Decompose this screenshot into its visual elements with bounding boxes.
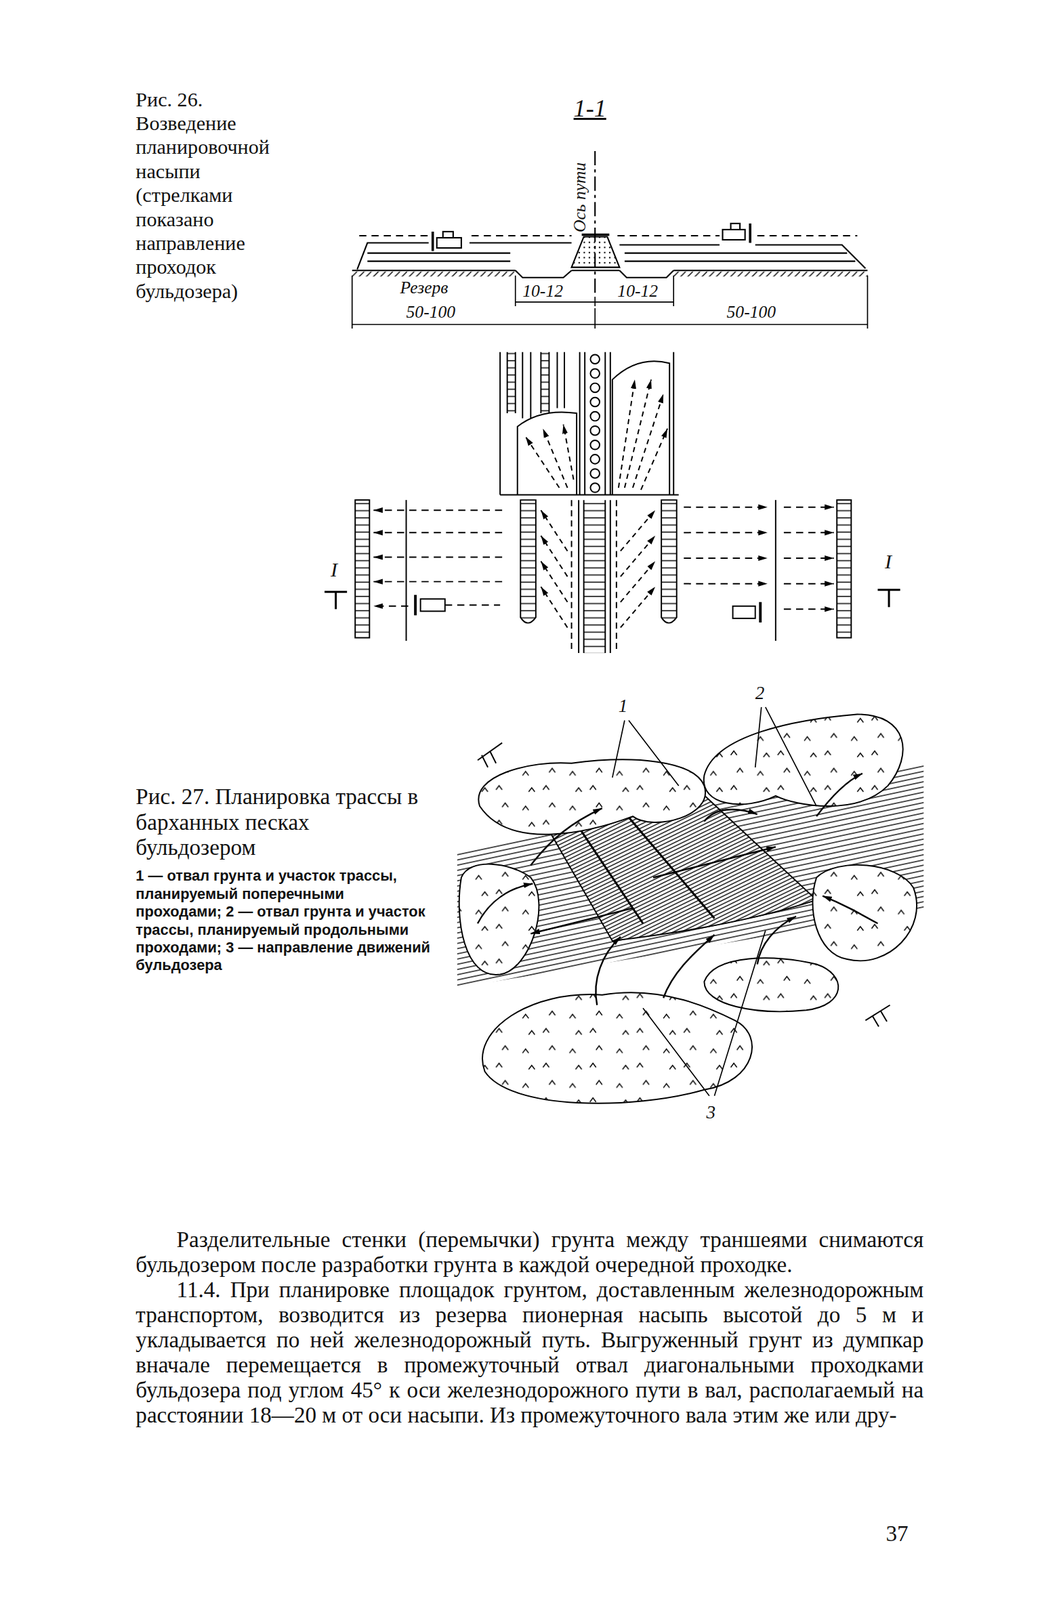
body-paragraph: 11.4. При планировке площадок грунтом, д… bbox=[135, 1277, 924, 1428]
spoil-dump bbox=[478, 759, 706, 835]
bulldozer-paths bbox=[683, 507, 834, 610]
hatched-strip bbox=[661, 500, 677, 624]
sleeper-chain bbox=[590, 354, 600, 492]
hatched-strip bbox=[355, 500, 370, 638]
dimension-label: Резерв bbox=[400, 278, 449, 299]
section-mark-label: I bbox=[330, 558, 338, 582]
leader-line bbox=[612, 720, 679, 786]
figure-key: 1 — отвал грунта и участок трассы, плани… bbox=[135, 867, 432, 975]
dump-outline bbox=[612, 361, 670, 495]
sleepers bbox=[584, 500, 606, 654]
bulldozer-icon bbox=[432, 231, 462, 252]
dimension-line bbox=[515, 275, 674, 307]
fill-layer bbox=[619, 245, 866, 269]
leader-line bbox=[642, 930, 766, 1097]
bulldozer-icon bbox=[722, 223, 751, 244]
spoil-dump bbox=[703, 714, 904, 807]
design-level bbox=[359, 235, 858, 237]
figure-caption: Рис. 26. Возведение планировочной насыпи… bbox=[135, 88, 289, 305]
leader-line bbox=[755, 707, 817, 807]
rails bbox=[578, 500, 611, 654]
spoil-dump bbox=[703, 958, 839, 1012]
figure-caption: Рис. 27. Планировка трассы в барханных п… bbox=[135, 783, 432, 861]
dimension-label: 50-100 bbox=[726, 302, 777, 323]
callout-number: 1 bbox=[618, 695, 629, 717]
callout-number: 3 bbox=[705, 1102, 716, 1123]
rails bbox=[579, 352, 611, 496]
spoil-dump bbox=[482, 992, 753, 1104]
track-axis bbox=[594, 151, 596, 299]
section-mark bbox=[877, 590, 900, 608]
ground-hatch bbox=[673, 271, 868, 278]
section-mark-label: I bbox=[884, 550, 892, 574]
plan-drawing bbox=[500, 352, 679, 496]
bulldozer-icon bbox=[733, 602, 761, 623]
dump-outline bbox=[517, 411, 577, 495]
page-number: 37 bbox=[886, 1521, 909, 1547]
axis-label: Ось пути bbox=[569, 162, 591, 233]
bulldozer-paths bbox=[540, 510, 656, 628]
bulldozer-paths bbox=[525, 379, 668, 490]
bulldozer-paths bbox=[373, 510, 503, 607]
dimension-label: 10-12 bbox=[522, 281, 564, 302]
ground-line bbox=[352, 269, 868, 272]
hatched-strip bbox=[520, 500, 536, 624]
bulldozer-moves bbox=[477, 773, 879, 1006]
section-label: 1-1 bbox=[573, 94, 607, 123]
section-mark bbox=[324, 592, 347, 610]
boundary-line bbox=[405, 500, 408, 641]
dune-plan bbox=[457, 707, 924, 1104]
dimension-line bbox=[352, 275, 868, 329]
body-text: Разделительные стенки (перемычки) грунта… bbox=[135, 1227, 924, 1428]
fill-layer bbox=[357, 243, 572, 270]
bulldozer-icon bbox=[415, 594, 501, 616]
ground-hatch bbox=[352, 271, 516, 278]
spoil-dump bbox=[459, 864, 540, 975]
strip-lines bbox=[500, 352, 679, 496]
dimension-label: 10-12 bbox=[617, 281, 658, 302]
body-paragraph: Разделительные стенки (перемычки) грунта… bbox=[135, 1227, 924, 1278]
spoil-dump bbox=[812, 865, 917, 961]
plan-drawing bbox=[324, 500, 901, 654]
track-edge bbox=[571, 500, 617, 654]
boundary-line bbox=[775, 500, 777, 641]
hatched-strip bbox=[836, 500, 851, 638]
section-drawing bbox=[352, 126, 868, 329]
callout-number: 2 bbox=[755, 682, 765, 704]
dimension-label: 50-100 bbox=[406, 302, 456, 323]
terrain-mark bbox=[477, 743, 891, 1028]
